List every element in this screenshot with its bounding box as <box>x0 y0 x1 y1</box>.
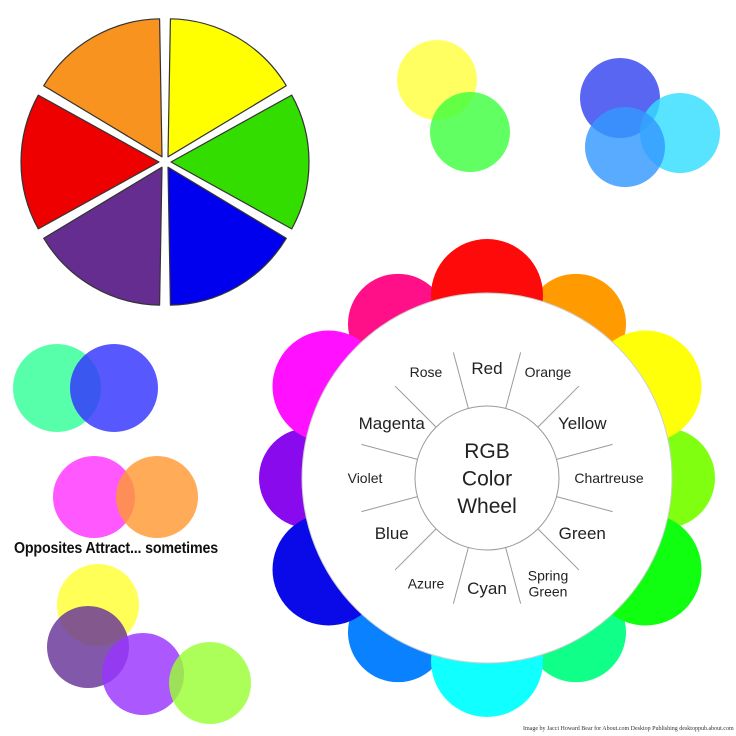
wheel-spoke <box>556 496 613 513</box>
wheel-spoke <box>452 352 469 409</box>
wheel-spoke <box>537 528 580 571</box>
wheel-spoke <box>394 528 437 571</box>
circle-group-blue-cyan <box>580 58 720 187</box>
wheel-label-violet: Violet <box>348 470 383 486</box>
overlap-circle-1 <box>53 456 135 538</box>
overlap-circle-4 <box>169 642 251 724</box>
wheel-title-line: Wheel <box>457 495 517 518</box>
wheel-title-line: Color <box>462 468 512 491</box>
wheel-spoke <box>537 385 580 428</box>
wheel-label-line: Spring <box>528 568 568 584</box>
pie-slice-red <box>20 94 160 230</box>
pie-slice-green <box>170 94 310 230</box>
pie-slice-yellow <box>167 18 287 158</box>
wheel-label-line: Violet <box>348 470 383 486</box>
wheel-spokes <box>361 352 613 604</box>
wheel-label-cyan: Cyan <box>467 579 507 598</box>
wheel-label-line: Yellow <box>558 414 607 433</box>
circle-group-magenta-orange <box>53 456 198 538</box>
wheel-spoke <box>505 352 522 409</box>
overlapping-circle-pairs <box>13 40 720 724</box>
wheel-label-line: Magenta <box>359 414 426 433</box>
wheel-label-line: Green <box>559 524 606 543</box>
overlap-circle-2 <box>116 456 198 538</box>
wheel-title-line: RGB <box>464 440 510 463</box>
wheel-label-line: Cyan <box>467 579 507 598</box>
wheel-spoke <box>361 443 418 460</box>
wheel-label-line: Orange <box>525 364 572 380</box>
wheel-spoke <box>505 547 522 604</box>
wheel-label-line: Azure <box>408 576 445 592</box>
wheel-label-red: Red <box>471 359 502 378</box>
wheel-label-magenta: Magenta <box>359 414 426 433</box>
wheel-label-green: Green <box>559 524 606 543</box>
overlap-circle-2 <box>430 92 510 172</box>
wheel-label-line: Chartreuse <box>574 470 643 486</box>
wheel-label-line: Rose <box>410 364 443 380</box>
wheel-label-rose: Rose <box>410 364 443 380</box>
wheel-spoke <box>361 496 418 513</box>
wheel-label-line: Green <box>529 583 568 599</box>
wheel-spoke <box>394 385 437 428</box>
circle-group-yellow-purple-violet-chartreuse <box>47 564 251 724</box>
image-credit: Image by Jacci Howard Bear for About.com… <box>523 726 734 732</box>
overlap-circle-3 <box>585 107 665 187</box>
six-slice-pie-wheel <box>20 18 310 306</box>
circle-group-yellow-green <box>397 40 510 172</box>
pie-slice-blue <box>167 166 287 306</box>
wheel-spoke <box>452 547 469 604</box>
wheel-label-blue: Blue <box>375 524 409 543</box>
overlap-circle-3 <box>102 633 184 715</box>
wheel-spoke <box>556 443 613 460</box>
opposites-attract-caption: Opposites Attract... sometimes <box>14 540 218 557</box>
wheel-center-circle <box>414 405 560 551</box>
pie-slice-purple <box>43 166 163 306</box>
pie-slice-orange <box>43 18 163 158</box>
wheel-label-chartreuse: Chartreuse <box>574 470 643 486</box>
wheel-label-orange: Orange <box>525 364 572 380</box>
wheel-label-yellow: Yellow <box>558 414 607 433</box>
wheel-label-line: Red <box>471 359 502 378</box>
circle-group-spring-blue <box>13 344 158 432</box>
wheel-label-line: Blue <box>375 524 409 543</box>
overlap-circle-2 <box>70 344 158 432</box>
wheel-label-azure: Azure <box>408 576 445 592</box>
